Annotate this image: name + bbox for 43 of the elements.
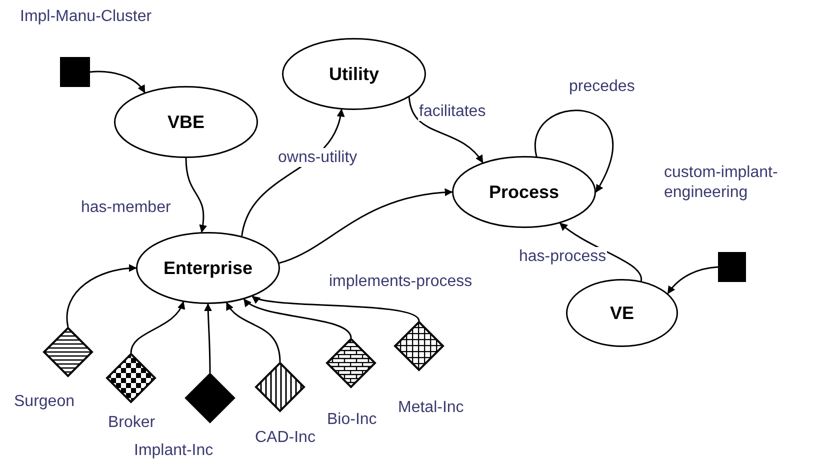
patterned-diamond <box>106 353 156 403</box>
node-caption: Metal-Inc <box>398 398 464 418</box>
node-label: VE <box>610 302 634 324</box>
arrow <box>130 301 184 354</box>
arrow <box>279 188 453 264</box>
arrow <box>204 303 212 373</box>
arrow <box>226 302 281 362</box>
patterned-diamond <box>326 338 376 388</box>
edge-label: facilitates <box>418 102 487 122</box>
arrow <box>667 266 718 294</box>
edge-label: owns-utility <box>277 148 358 168</box>
ellipse-node <box>114 86 258 158</box>
arrow <box>534 110 614 193</box>
square-node <box>60 57 90 87</box>
ellipse-node <box>566 279 678 347</box>
ellipse-node <box>452 156 596 228</box>
node-label: VBE <box>167 112 204 132</box>
edge-label: implements-process <box>328 272 474 292</box>
node-caption: CAD-Inc <box>255 428 316 448</box>
patterned-diamond <box>394 321 444 371</box>
node-label: Enterprise <box>163 258 253 278</box>
arrow <box>252 295 420 322</box>
arrow <box>243 298 352 338</box>
arrow <box>185 158 207 233</box>
node-caption: Implant-Inc <box>134 441 214 461</box>
node-label: Process <box>488 182 560 202</box>
patterned-diamond <box>43 327 93 377</box>
square-node <box>718 252 746 282</box>
arrow <box>66 264 137 328</box>
edge-label: precedes <box>568 77 636 96</box>
node-caption: custom-implant-engineering <box>664 163 779 203</box>
node-caption: Bio-Inc <box>327 410 377 430</box>
arrow <box>559 222 642 282</box>
node-label: Utility <box>328 64 379 84</box>
patterned-diamond <box>185 373 235 423</box>
edge-label: has-process <box>518 247 608 266</box>
node-caption: Impl-Manu-Cluster <box>20 7 152 27</box>
patterned-diamond <box>255 362 305 412</box>
arrow <box>408 97 484 164</box>
node-caption: Broker <box>108 413 156 433</box>
ellipse-node <box>136 232 280 304</box>
arrow <box>90 70 146 94</box>
node-caption: Surgeon <box>14 392 74 412</box>
